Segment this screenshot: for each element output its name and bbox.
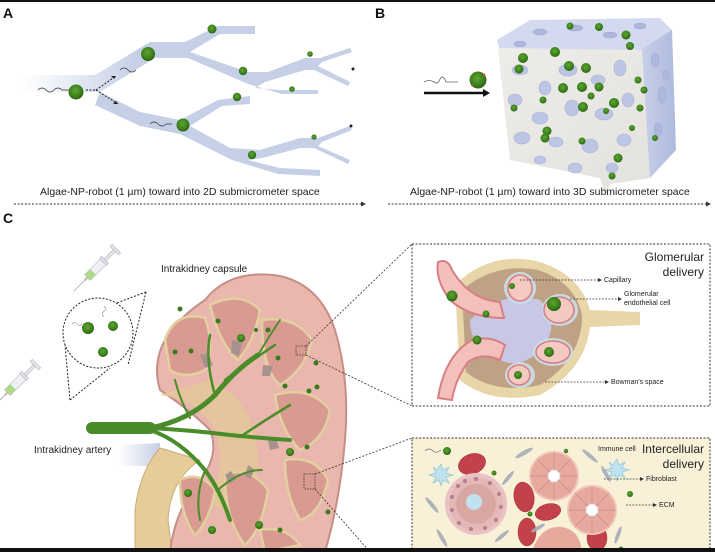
ureter [134,447,202,552]
kidney-robots [172,306,331,534]
panel-b-caption: Algae-NP-robot (1 µm) toward into 3D sub… [410,186,690,198]
immune-cell-label: Immune cell [598,446,636,453]
algae-robot-icon [247,150,257,160]
algae-robot-icon [176,118,190,132]
fibroblast-label: Fibroblast [646,476,677,483]
intercellular-title-line2: delivery [662,457,704,471]
intercellular-title-line1: Intercellular [641,442,704,456]
arrow-head-icon [618,297,622,301]
renal-artery-tree [86,319,292,522]
algae-robot-icon [141,47,155,61]
intercellular-delivery-box [411,437,711,552]
robot-magnifier [62,291,147,401]
pyramid [258,527,303,552]
bottom-border [0,548,715,552]
glomerular-title-line2: delivery [662,265,704,279]
algae-robot-icon [68,84,84,100]
pyramid [208,297,262,362]
arrow-head-icon [598,278,602,282]
vessel-cross-sections [529,451,617,552]
algae-robot-icon [108,321,118,331]
fibroblasts [425,447,622,547]
zoom-connector-lines [305,243,413,552]
panel-a-letter: A [3,5,14,21]
arrow-head-icon [706,201,711,207]
glomerular-title-line1: Glomerular [644,250,704,264]
algae-robot-icon [311,134,317,140]
algae-robot-icon [307,51,313,57]
top-border [0,0,715,2]
syringe-icon [0,358,42,407]
panel-c-letter: C [3,210,14,226]
endothelial-label-line1: Glomerular [624,291,659,298]
algae-robot-icon [82,322,94,334]
algae-robot-icon [289,86,295,92]
intercellular-delivery-title: Intercellular delivery [612,442,704,472]
algae-robot-icon [98,347,108,357]
pyramid [260,317,314,387]
panel-a-robots [37,24,355,160]
tubule-cross-section [445,473,507,535]
intrakidney-artery-label: Intrakidney artery [34,445,112,456]
glomerular-delivery-box [411,243,711,407]
algae-robot-icon [238,66,248,76]
endothelial-label-line2: endothelial cell [624,300,671,307]
algae-robot-icon [232,92,242,102]
arrow-head-icon [483,89,490,97]
pyramid [163,315,212,377]
intrakidney-capsule-label: Intrakidney capsule [161,264,248,275]
intercellular-zoom-box [303,473,316,490]
kidney [156,273,348,552]
algae-robot-icon [469,71,487,89]
bowmans-space-label: Bowman's space [611,379,664,386]
capillary-label: Capillary [604,277,632,284]
glomerular-endothelial-cell-label: Glomerular endothelial cell [624,290,670,308]
panel-b-input [423,71,490,97]
pyramid [283,457,330,522]
arrow-head-icon [113,101,118,104]
glomerular-delivery-title: Glomerular delivery [612,250,704,280]
panel-a-vessels [22,26,352,176]
algae-robot-icon [207,24,217,34]
arrow-head-icon [653,503,657,507]
syringe-icon [73,243,122,292]
arrow-head-icon [605,380,609,384]
glomerular-zoom-box [295,345,307,356]
renal-vein [118,443,160,466]
immune-cells [427,458,631,488]
arrow-head-icon [111,76,116,79]
panel-b-robots [510,22,658,180]
arrow-head-icon [361,201,366,207]
panel-b-letter: B [375,5,386,21]
intercellular-robots [424,447,633,552]
arrow-head-icon [640,477,644,481]
panel-a-caption: Algae-NP-robot (1 µm) toward into 2D sub… [40,186,320,198]
porous-cube [497,18,676,196]
ecm-label: ECM [659,502,675,509]
panel-a-direction-arrows [86,75,119,105]
